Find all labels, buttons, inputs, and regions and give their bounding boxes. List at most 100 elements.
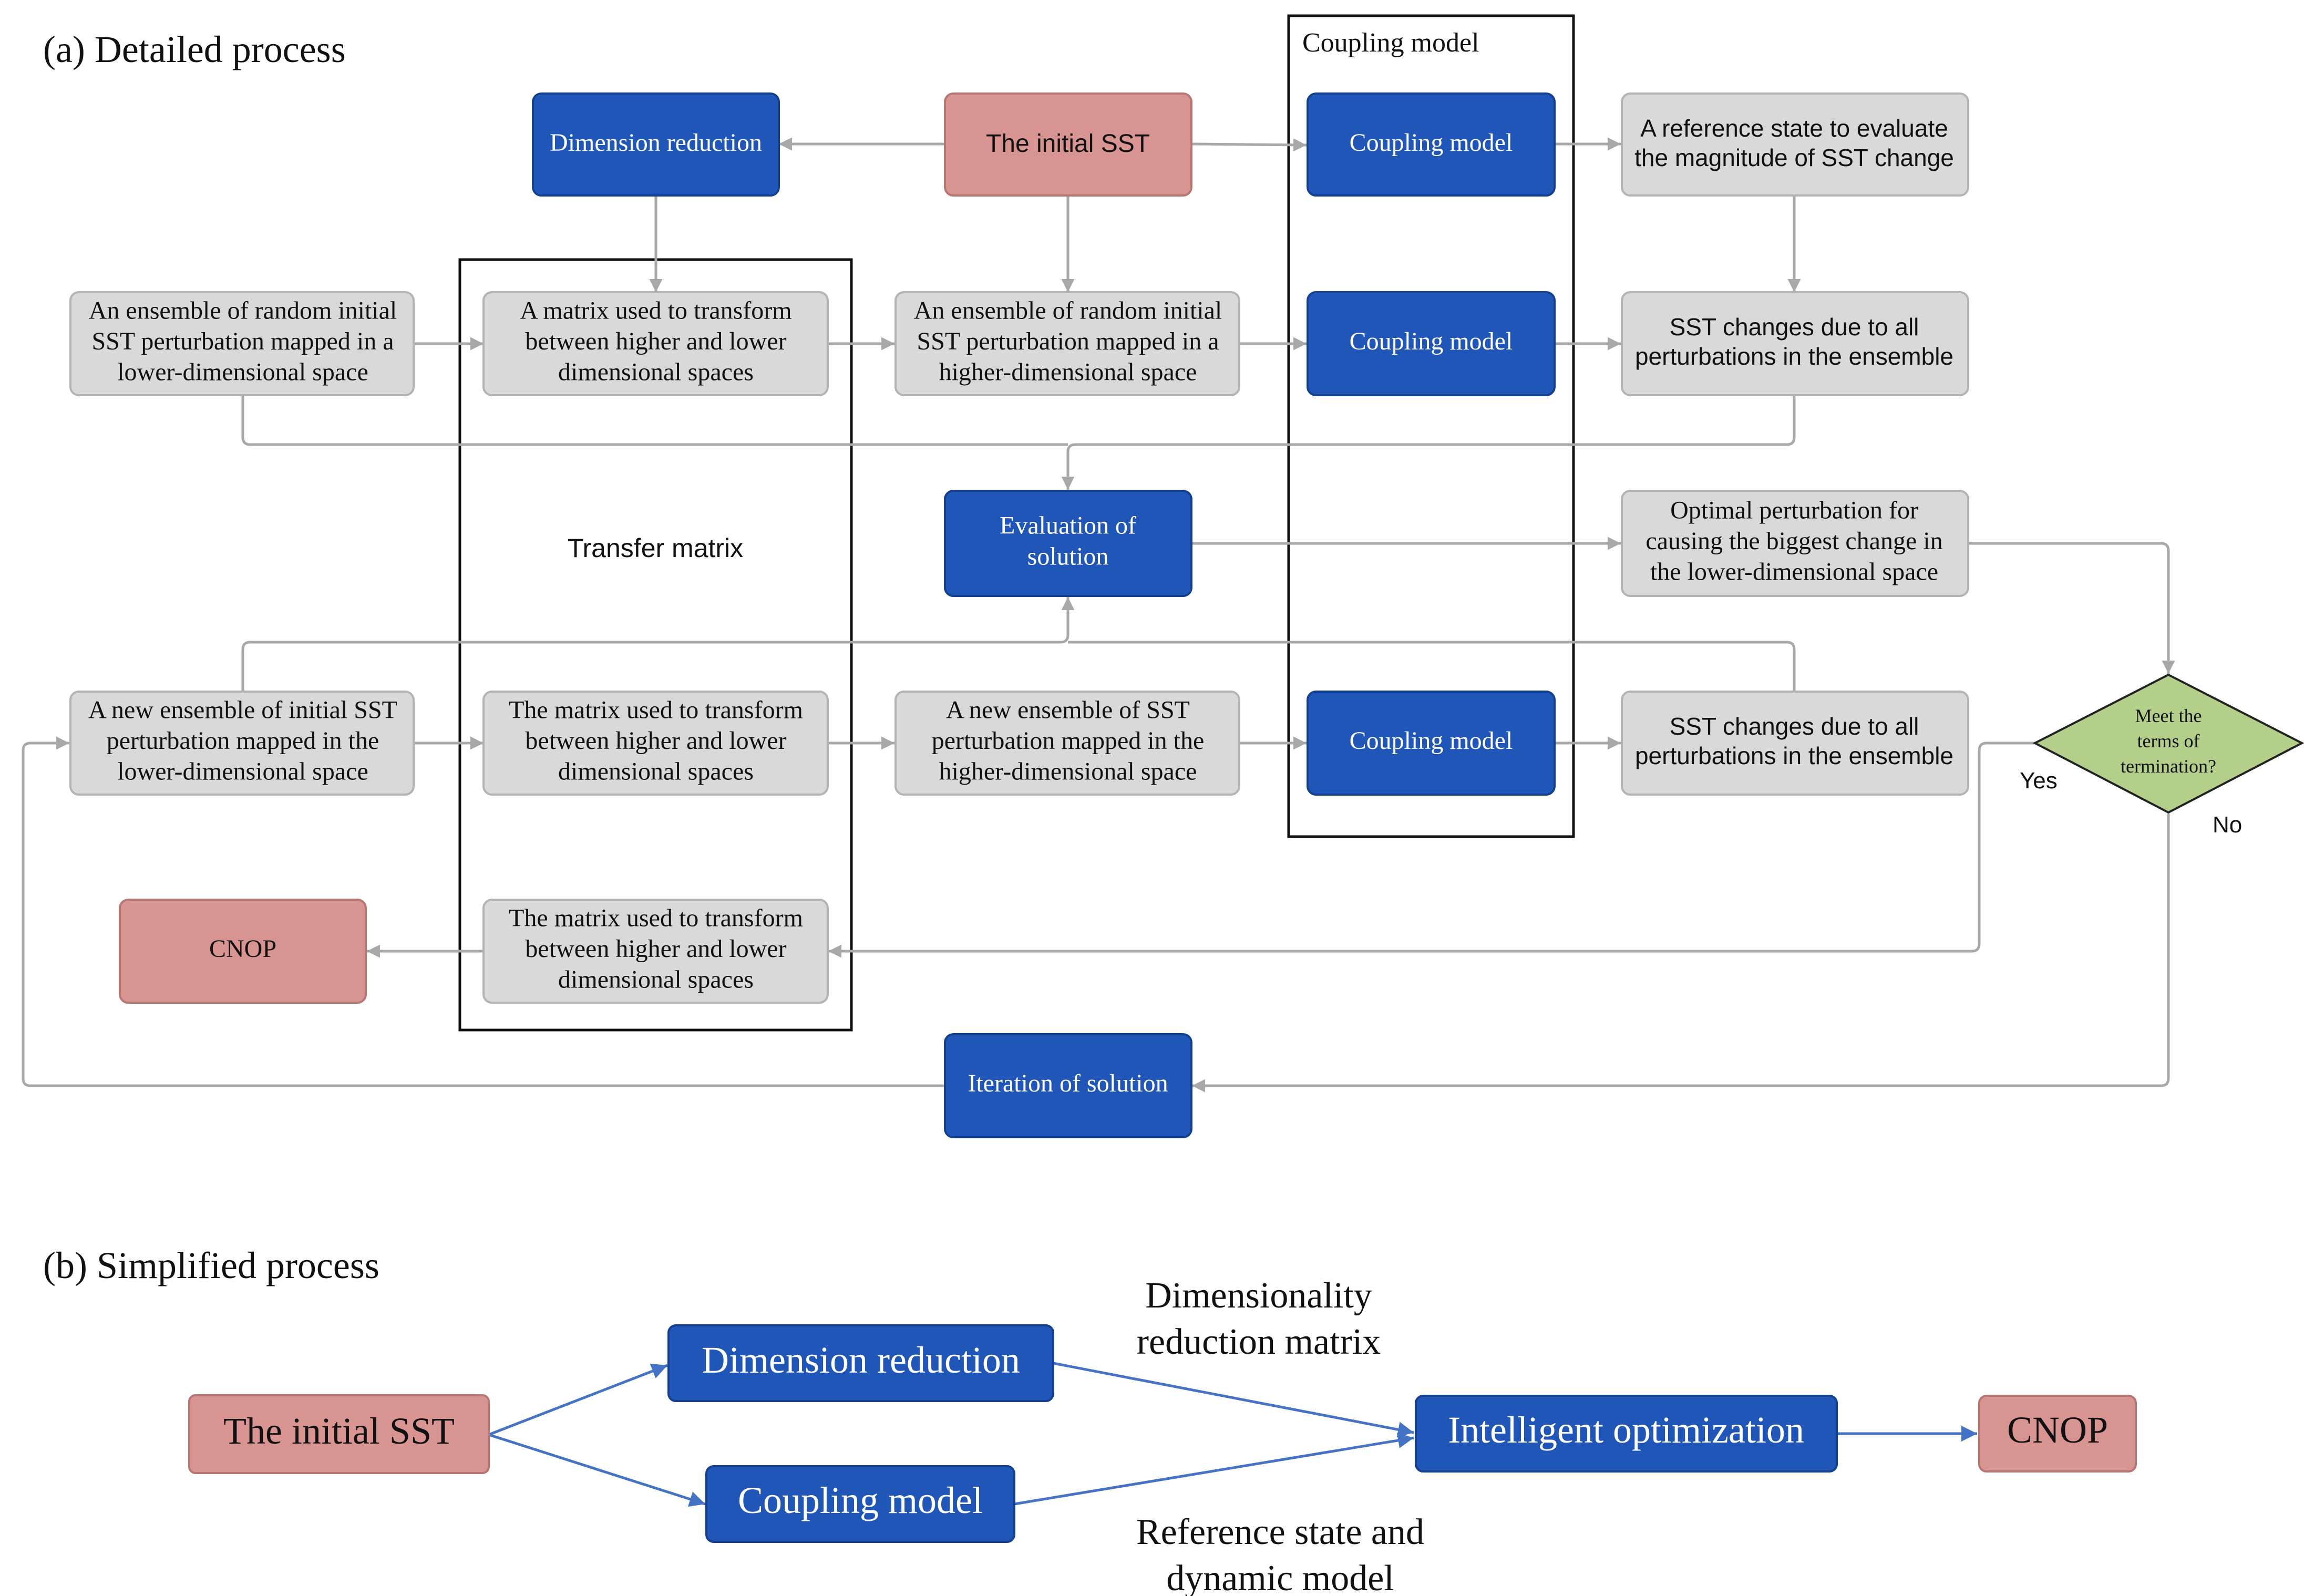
new-ensemble-higher-box: A new ensemble of SST perturbation mapped… [894,691,1240,796]
arrow-iteration-to-newenslow [22,736,945,1087]
arrow-b-initial-to-coupling [488,1433,706,1507]
text-line: between higher and lower [525,935,786,963]
svg-text:Coupling model: Coupling model [1350,327,1513,355]
text-line: The matrix used to transform [509,904,803,932]
text-line: An ensemble of random initial [914,296,1222,324]
line-enslow-to-evaluation [241,395,1068,446]
svg-text:Coupling model: Coupling model [1350,129,1513,157]
text-line: the magnitude of SST change [1634,144,1954,171]
svg-text:CNOP: CNOP [2007,1409,2108,1451]
no-label: No [2213,812,2242,838]
matrix-box-1: A matrix used to transform between higher… [482,291,829,396]
svg-text:The initial SST: The initial SST [223,1410,455,1452]
arrow-decision-yes-to-matrix3 [828,742,2035,958]
panel-b-title: (b) Simplified process [43,1244,379,1286]
text-line: CNOP [209,935,276,963]
text-line: Evaluation of [1000,512,1136,540]
arrow-optimal-to-decision [1968,542,2175,674]
connectors-b [488,1362,1977,1507]
text-line: A reference state to evaluate [1640,115,1948,142]
initial-sst-box: The initial SST [944,92,1192,197]
arrow-newenslow-to-evaluation [241,597,1075,691]
svg-text:Intelligent optimization: Intelligent optimization [1448,1409,1804,1451]
iteration-box: Iteration of solution [944,1033,1192,1138]
text-line: higher-dimensional space [939,358,1197,386]
intelligent-optimization-box: Intelligent optimization [1415,1395,1838,1473]
text-line: between higher and lower [525,727,786,755]
arrow-b-coupling-to-intelligent [1014,1433,1414,1506]
text-line: Optimal perturbation for [1670,496,1918,524]
matrix-box-3: The matrix used to transform between high… [482,899,829,1004]
dimension-reduction-box-b: Dimension reduction [667,1324,1054,1402]
optimal-perturbation-box: Optimal perturbation for causing the bigg… [1621,490,1969,597]
text-line: Meet the [2135,705,2202,726]
text-line: The initial SST [986,130,1150,158]
coupling-model-frame-title: Coupling model [1302,28,1479,58]
svg-text:Coupling model: Coupling model [1350,727,1513,755]
text-line: The initial SST [223,1410,455,1452]
text-line: Coupling model [1350,129,1513,157]
text-line: Coupling model [1350,327,1513,355]
dimension-reduction-box: Dimension reduction [532,92,780,197]
cnop-box-a: CNOP [119,899,367,1004]
text-line: A matrix used to transform [520,296,791,324]
text-line: Iteration of solution [968,1069,1168,1097]
text-line: between higher and lower [525,327,786,355]
text-line: SST changes due to all [1670,313,1919,341]
termination-decision-diamond: Meet the terms of termination? [2032,673,2305,814]
text-line: perturbations in the ensemble [1635,742,1953,769]
text-line: dimensional spaces [558,358,754,386]
line-sstchanges2-to-evaluation [1068,641,1796,691]
text-line: perturbations in the ensemble [1635,343,1953,370]
text-line: SST changes due to all [1670,713,1919,740]
text-line: SST perturbation mapped in a [917,327,1219,355]
text-line: Dimension reduction [702,1339,1020,1381]
svg-text:Dimension reduction: Dimension reduction [702,1339,1020,1381]
text-line: dynamic model [1166,1558,1394,1596]
matrix-box-2: The matrix used to transform between high… [482,691,829,796]
text-line: Dimension reduction [550,129,762,157]
text-line: perturbation mapped in the [932,727,1205,755]
text-line: A new ensemble of SST [946,696,1190,724]
coupling-model-box-2: Coupling model [1307,291,1556,396]
coupling-model-frame [1287,14,1575,838]
arrow-decision-no-to-iteration [1192,814,2170,1093]
text-line: termination? [2121,756,2216,777]
text-line: SST perturbation mapped in a [91,327,394,355]
text-line: higher-dimensional space [939,758,1197,786]
initial-sst-box-b: The initial SST [188,1394,490,1474]
text-line: The matrix used to transform [509,696,803,724]
cnop-box-b: CNOP [1978,1395,2137,1473]
transfer-matrix-label: Transfer matrix [568,533,743,563]
text-line: Intelligent optimization [1448,1409,1804,1451]
arrow-initial-to-coupling1 [1191,138,1307,152]
text-line: Reference state and [1136,1512,1424,1552]
text-line: causing the biggest change in [1645,527,1942,555]
text-line: terms of [2137,730,2200,751]
text-line: Coupling model [1350,727,1513,755]
text-line: perturbation mapped in the [107,727,379,755]
arrow-sstchanges1-to-evaluation [1061,395,1796,490]
svg-text:Dimension reduction: Dimension reduction [550,129,762,157]
panel-a-title: (a) Detailed process [43,28,346,70]
text-line: lower-dimensional space [117,358,368,386]
